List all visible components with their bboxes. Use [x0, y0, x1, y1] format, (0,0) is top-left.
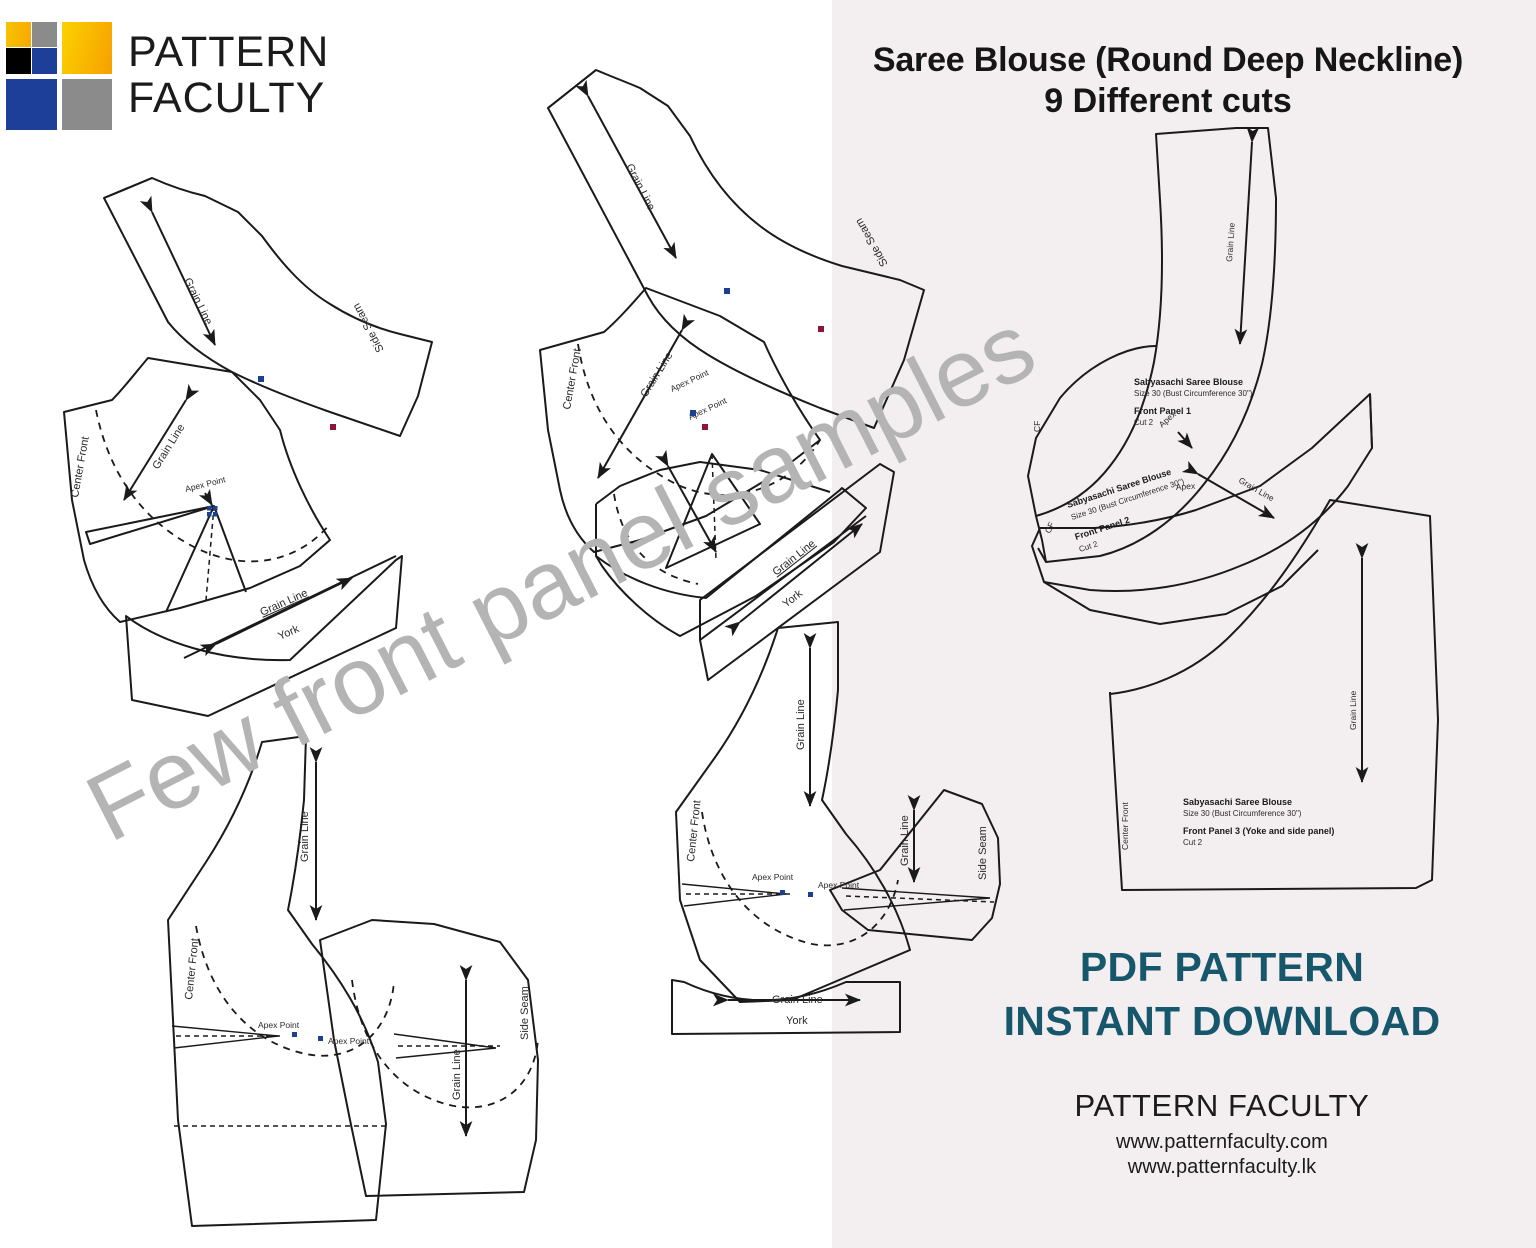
title-primary: Saree Blouse (Round Deep Neckline): [872, 41, 1464, 79]
logo-swatch-blue: [31, 48, 57, 74]
promo-line-pdf-pattern: PDF PATTERN: [1079, 944, 1365, 990]
logo-word-pattern: PATTERN: [128, 28, 330, 77]
label-cf: CF: [1032, 421, 1042, 432]
annotated-front-panel-3: Grain Line Center Front Sabyasachi Saree…: [1109, 499, 1439, 891]
label-grain-line: Grain Line: [299, 811, 311, 862]
brand-logo: PATTERN FACULTY: [6, 22, 329, 130]
label-apex-point: Apex Point: [328, 1036, 370, 1046]
logo-quad-cell: [6, 22, 57, 74]
label-apex-point: Apex Point: [184, 474, 227, 494]
label-apex: Apex: [1175, 481, 1196, 492]
label-apex-point: Apex Point: [752, 872, 794, 882]
label-grain-line: Grain Line: [623, 162, 657, 213]
panel1-cut-line: Cut 2: [1134, 418, 1154, 427]
piece-1-upper-yoke: Grain Line Side Seam: [103, 177, 433, 437]
label-yoke: York: [780, 587, 805, 610]
panel1-panel-line: Front Panel 1: [1134, 406, 1191, 416]
label-apex-point: Apex Point: [818, 880, 860, 890]
logo-word-faculty: FACULTY: [128, 74, 326, 122]
label-grain-line: Grain Line: [795, 699, 807, 750]
promo-line-instant-download: INSTANT DOWNLOAD: [1003, 998, 1441, 1045]
label-center-front: Center Front: [561, 348, 584, 411]
logo-grid-icon: [6, 22, 112, 130]
logo-block-blue: [6, 78, 57, 130]
footer-url-lk[interactable]: www.patternfaculty.lk: [1127, 1156, 1317, 1178]
label-apex-point: Apex Point: [669, 367, 711, 394]
panel3-cut-line: Cut 2: [1183, 838, 1203, 847]
logo-swatch-yellow: [6, 22, 31, 48]
piece-1-yoke-strip: Grain Line York: [125, 555, 403, 717]
piece-2-dart-panel: Apex Point: [595, 288, 867, 637]
panel2-cut-line: Cut 2: [1078, 539, 1099, 554]
label-yoke: York: [276, 623, 301, 643]
label-grain-line: Grain Line: [899, 815, 911, 866]
panel1-brand-line: Sabyasachi Saree Blouse: [1134, 377, 1243, 387]
label-grain-line: Grain Line: [181, 276, 214, 327]
label-yoke: York: [786, 1015, 808, 1027]
label-grain-line: Grain Line: [1224, 222, 1237, 262]
label-center-front: Center Front: [685, 800, 703, 863]
label-center-front: Center Front: [1120, 802, 1130, 850]
label-grain-line: Grain Line: [638, 350, 675, 399]
label-side-seam: Side Seam: [977, 826, 989, 880]
background-right-panel: [832, 0, 1536, 1248]
panel1-size-line: Size 30 (Bust Circumference 30"): [1134, 389, 1253, 398]
piece-2-front-bodice: Grain Line Center Front Apex Point: [539, 287, 821, 553]
panel3-brand-line: Sabyasachi Saree Blouse: [1183, 797, 1292, 807]
piece-4-yoke-strip: Grain Line York: [671, 979, 901, 1035]
piece-4-side-panel: Grain Line Side Seam Apex Point: [808, 789, 1001, 941]
label-side-seam: Side Seam: [853, 216, 890, 269]
logo-swatch-black: [6, 48, 31, 74]
logo-block-gray: [61, 78, 112, 130]
label-side-seam: Side Seam: [519, 986, 531, 1040]
title-secondary: 9 Different cuts: [1044, 82, 1292, 121]
promo-block: PDF PATTERN INSTANT DOWNLOAD: [952, 940, 1492, 1048]
piece-2-upper-yoke: Grain Line Side Seam: [547, 69, 925, 429]
piece-4-front-bodice: Grain Line Center Front Apex Point: [675, 621, 911, 1003]
label-cf: CF: [1043, 520, 1057, 534]
label-center-front: Center Front: [69, 436, 92, 499]
page-title: Saree Blouse (Round Deep Neckline) 9 Dif…: [812, 40, 1524, 123]
label-grain-line: Grain Line: [772, 994, 823, 1006]
logo-block-yellow: [61, 22, 112, 74]
panel3-panel-line: Front Panel 3 (Yoke and side panel): [1183, 826, 1334, 836]
logo-swatch-gray: [31, 22, 57, 48]
label-grain-line: Grain Line: [1348, 691, 1358, 730]
footer-url-com[interactable]: www.patternfaculty.com: [1116, 1131, 1328, 1153]
footer-brand-block: PATTERN FACULTY www.patternfaculty.com w…: [952, 1088, 1492, 1179]
footer-brand-name: PATTERN FACULTY: [1074, 1088, 1370, 1123]
label-apex-point: Apex Point: [258, 1020, 300, 1030]
logo-wordmark: PATTERN FACULTY: [128, 30, 329, 121]
piece-3-side-panel: Grain Line Side Seam Apex Point: [318, 919, 539, 1197]
piece-2-yoke-strip: Grain Line York: [699, 463, 895, 681]
panel3-size-line: Size 30 (Bust Circumference 30"): [1183, 809, 1302, 818]
label-grain-line: Grain Line: [451, 1049, 463, 1100]
label-center-front: Center Front: [183, 938, 201, 1001]
label-apex-point: Apex Point: [687, 395, 729, 422]
piece-3-front-bodice: Grain Line Center Front Apex Point: [167, 735, 395, 1227]
marker-dots-group-1: [258, 376, 336, 430]
annotated-front-panel-2: Grain Line Apex CF Sabyasachi Saree Blou…: [1031, 393, 1373, 625]
